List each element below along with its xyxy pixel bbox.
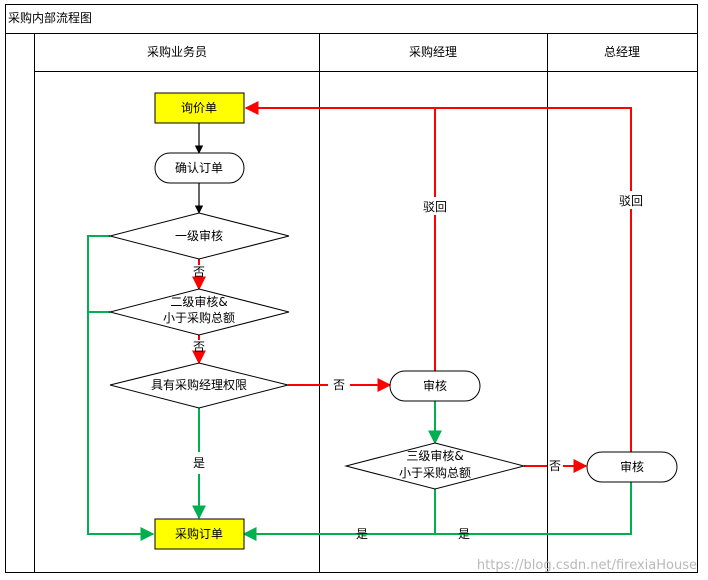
decision-level3-review-line1: 三级审核& (406, 448, 463, 463)
decision-level3-review-line2: 小于采购总额 (399, 465, 471, 480)
lane-header-purchase-manager: 采购经理 (409, 44, 457, 59)
node-purchase-order: 采购订单 (154, 518, 245, 550)
node-gm-review-label: 审核 (620, 459, 644, 474)
node-inquiry: 询价单 (154, 92, 245, 124)
edge-label-reject-gm: 驳回 (619, 194, 643, 208)
edge-label-yes-2: 是 (356, 527, 368, 541)
green-connectors (87, 235, 632, 541)
red-connectors (192, 101, 632, 473)
node-purchase-order-label: 采购订单 (175, 526, 223, 541)
diagram-title: 采购内部流程图 (8, 10, 92, 25)
node-manager-review-label: 审核 (423, 378, 447, 393)
edge-label-no-2: 否 (193, 340, 205, 354)
decision-level3-review: 三级审核& 小于采购总额 (344, 442, 526, 490)
node-confirm-order: 确认订单 (154, 152, 245, 184)
edge-label-reject-manager: 驳回 (423, 200, 447, 214)
edge-label-no-4: 否 (549, 459, 561, 473)
node-gm-review: 审核 (586, 451, 678, 483)
lane-header-general-manager: 总经理 (604, 45, 640, 59)
edge-label-yes-3: 是 (458, 527, 470, 541)
lane-header-buyer: 采购业务员 (147, 44, 207, 59)
decision-level1-review-label: 一级审核 (175, 228, 223, 243)
decision-level2-review: 二级审核& 小于采购总额 (108, 288, 290, 336)
decision-level1-review: 一级审核 (108, 212, 290, 260)
node-inquiry-label: 询价单 (181, 101, 217, 115)
node-confirm-order-label: 确认订单 (175, 161, 223, 175)
decision-level2-review-line1: 二级审核& (170, 294, 227, 309)
decision-level2-review-line2: 小于采购总额 (163, 310, 235, 325)
swimlane-frame (5, 4, 698, 573)
reject-label-bg-manager (420, 197, 450, 215)
edge-label-yes-1: 是 (193, 456, 205, 470)
decision-manager-authority-label: 具有采购经理权限 (151, 377, 247, 392)
decision-manager-authority: 具有采购经理权限 (109, 362, 289, 409)
node-manager-review: 审核 (389, 370, 481, 402)
reject-label-bg-gm (616, 191, 646, 209)
edge-label-no-3: 否 (333, 378, 345, 392)
watermark-text: https://blog.csdn.net/firexiaHouse (477, 558, 697, 573)
edge-label-no-1: 否 (193, 265, 205, 279)
